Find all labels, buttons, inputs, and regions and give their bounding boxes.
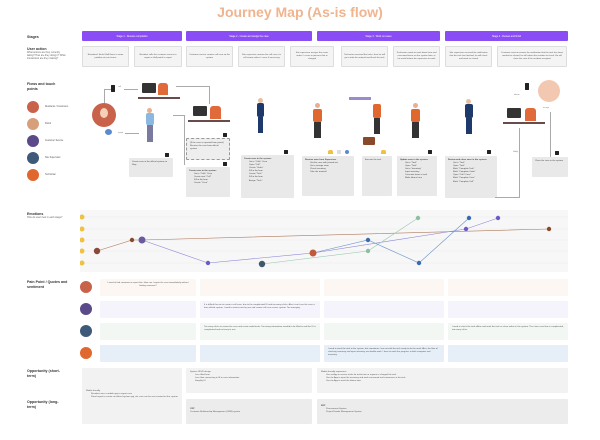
avatar-icon xyxy=(80,303,92,315)
emotions-sub: How do users feel in each stage? xyxy=(27,216,63,219)
user-action-3: Customer service creates call case on th… xyxy=(186,46,233,67)
pain-points: I need to find someone to report this. H… xyxy=(80,279,568,362)
device-icon xyxy=(487,150,491,154)
opp-short-right: Mobile friendly experience Use an App to… xyxy=(317,368,568,393)
supervisor-figure xyxy=(257,103,264,117)
toolbox-icon xyxy=(363,137,375,145)
technician-figure xyxy=(313,109,322,122)
persona-technician: Technician xyxy=(27,169,68,181)
technician-figure-3 xyxy=(411,109,420,122)
pain-label: Pain Point / Quotes and sentiment xyxy=(27,280,68,289)
opp-long-label: Opportunity (long-term) xyxy=(27,400,59,409)
report-label: report xyxy=(118,132,124,134)
pain-row-customer-service: It is difficult for me to create a call … xyxy=(80,301,568,318)
flow-box-tech-receive: Receive case from Supervisor Get the cas… xyxy=(302,156,354,196)
flow-box-cs-receive: (If the case is reported from patrol) Re… xyxy=(186,138,230,160)
supervisor-figure-2 xyxy=(465,104,473,118)
emotions-label: Emotions xyxy=(27,212,44,216)
user-action-8: Site supervisor received the notificatio… xyxy=(445,46,492,67)
patrol-icon xyxy=(105,129,112,135)
avatar-icon xyxy=(27,101,39,113)
stage-4-header: Stage 4 - Review and finish xyxy=(445,31,568,41)
customer-service-desk-2 xyxy=(188,106,230,122)
headphones-icon xyxy=(328,150,333,154)
stage-3-header: Stage 3 - Work on cases xyxy=(317,31,440,41)
avatar-icon xyxy=(80,325,92,337)
user-action-sub: What actions are they currently taking? … xyxy=(27,51,66,61)
opp-long-mid: CRP Customer Relationship Management (CR… xyxy=(186,399,312,424)
customer-service-desk-3 xyxy=(503,108,545,124)
user-action-label: User action xyxy=(27,47,47,51)
resident-avatar-2 xyxy=(538,80,560,102)
opp-long-right: ERP Procurement System Project/Vendor Ma… xyxy=(317,399,568,424)
device-icon xyxy=(165,153,169,157)
opp-short-label: Opportunity (short-term) xyxy=(27,369,60,378)
user-action-9: Customer service reviews the notificatio… xyxy=(497,46,567,67)
pain-row-residents: I need to find someone to report this. H… xyxy=(80,279,568,296)
persona-site-supervisor: Site Supervisor xyxy=(27,152,68,164)
device-icon xyxy=(555,151,559,155)
user-action-1: Residents/ Sinks/ Hall floors in some pr… xyxy=(82,46,129,67)
user-action-4: Site supervisor reviews the call case, h… xyxy=(238,46,285,67)
avatar-icon xyxy=(27,135,39,147)
headphones-icon xyxy=(381,150,386,154)
stages-label: Stages xyxy=(27,35,39,39)
flow-box-tech-update: Update case in the system: Go to "Task" … xyxy=(397,156,437,196)
patrol-figure xyxy=(146,113,154,125)
opp-short-left: Mobile friendly Resident uses a mobile a… xyxy=(82,368,182,424)
user-action-5: Site supervisor assigns the cases orders… xyxy=(290,46,334,67)
avatar-icon xyxy=(80,281,92,293)
persona-legend: Residents / Customers Patrol Customer Se… xyxy=(27,101,68,181)
flow-box-close-case: Close the case in the system xyxy=(532,157,568,177)
pain-row-technician: I need to mark the task in the system, b… xyxy=(80,345,568,362)
pain-row-site-supervisor: Too many clicks to review the case and c… xyxy=(80,323,568,340)
flow-box-execute: Execute the task xyxy=(362,156,392,196)
inform-label: inform xyxy=(514,94,520,96)
avatar-icon xyxy=(27,152,39,164)
user-action-7: Technician needs to mark down hour and c… xyxy=(393,46,440,67)
flow-box-review-close: Review and close case in the system: Go … xyxy=(445,156,497,198)
customer-service-desk xyxy=(138,83,180,99)
page-title: Journey Map (As-is flow) xyxy=(217,4,383,20)
technician-figure-2 xyxy=(373,104,381,118)
notify-label: Notify xyxy=(513,151,519,153)
persona-customer-service: Customer Service xyxy=(27,135,68,147)
user-action-6: Technician received the tasks, then he w… xyxy=(341,46,388,67)
opp-short-mid: System UI/UX design Less filled form Les… xyxy=(186,368,312,393)
stage-1-header: Stage 1 - Receive complaints xyxy=(82,31,182,41)
call-label: call xyxy=(118,86,122,88)
persona-residents: Residents / Customers xyxy=(27,101,68,113)
user-action-2: Resident calls the customer service to r… xyxy=(134,46,182,67)
flows-label: Flows and touch points xyxy=(27,82,56,91)
avatar-icon xyxy=(27,118,39,130)
chat-icon xyxy=(345,150,349,154)
flow-box-patrol: Create case in the official system on Sl… xyxy=(129,158,173,177)
device-icon xyxy=(223,162,227,166)
accept-label: accept xyxy=(543,107,549,109)
ladder-icon xyxy=(349,97,371,100)
device-icon xyxy=(284,150,288,154)
flow-box-supervisor-create: Create case in the system: Go to "Calls"… xyxy=(241,155,294,198)
phone-icon xyxy=(111,85,115,92)
persona-patrol: Patrol xyxy=(27,118,68,130)
avatar-icon xyxy=(27,169,39,181)
emotions-chart xyxy=(79,210,568,272)
stage-2-header: Stage 2 - Create and assign the case xyxy=(186,31,312,41)
phone-icon xyxy=(525,83,529,90)
avatar-icon xyxy=(80,347,92,359)
device-icon xyxy=(428,150,432,154)
document-icon xyxy=(337,150,341,154)
resident-face xyxy=(100,108,108,118)
flow-box-cs-create: Create case in the system: Go to "Calls"… xyxy=(186,167,230,197)
device-icon xyxy=(223,133,227,137)
